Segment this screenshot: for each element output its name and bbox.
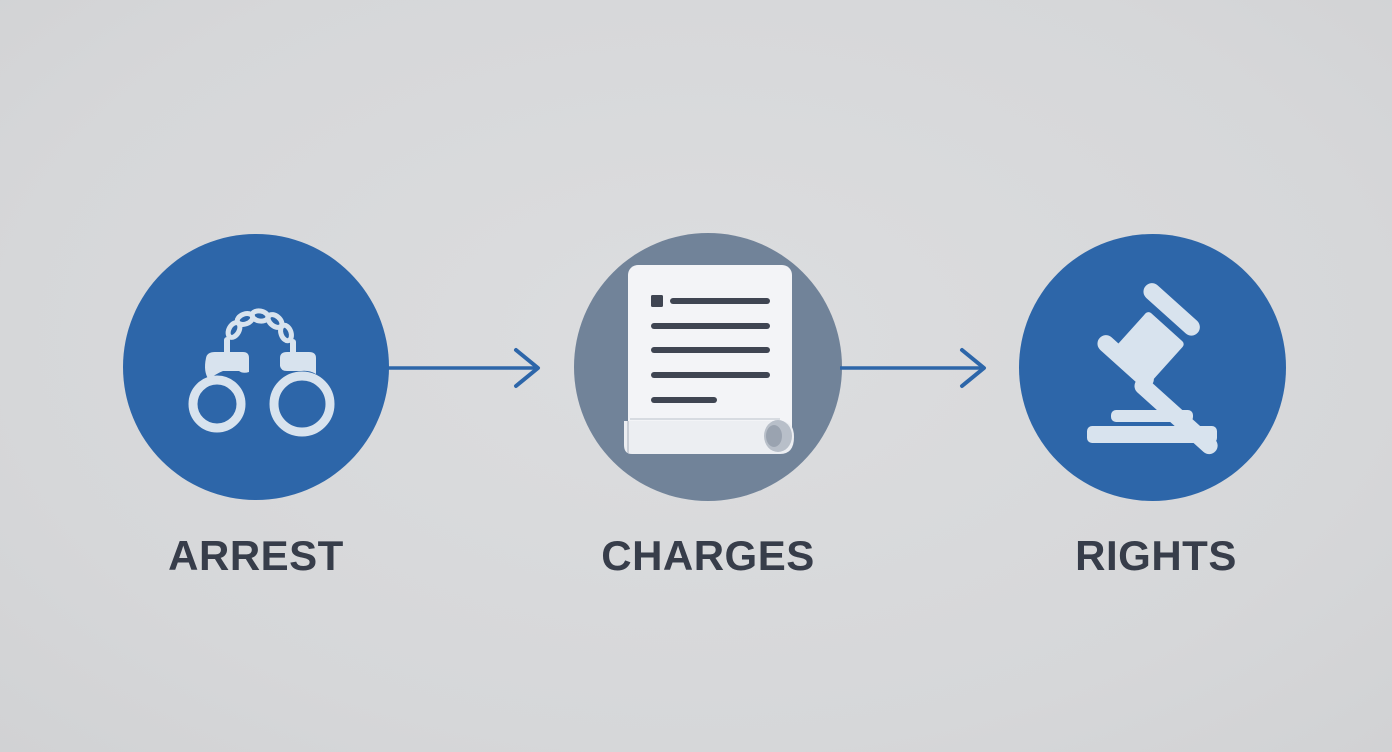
step-arrest-circle [123,234,389,500]
step-arrest-bg [123,234,389,500]
arrow-right-icon [840,348,986,388]
step-charges-label: CHARGES [601,532,815,579]
step-arrest-label: ARREST [168,532,344,579]
arrow-right-icon [388,348,540,388]
step-rights-label: RIGHTS [1075,532,1237,579]
handcuffs-icon [123,234,389,500]
step-charges-circle [574,233,842,501]
document-scroll-icon [574,233,842,501]
gavel-icon [1019,234,1286,501]
step-rights-circle [1019,234,1286,501]
